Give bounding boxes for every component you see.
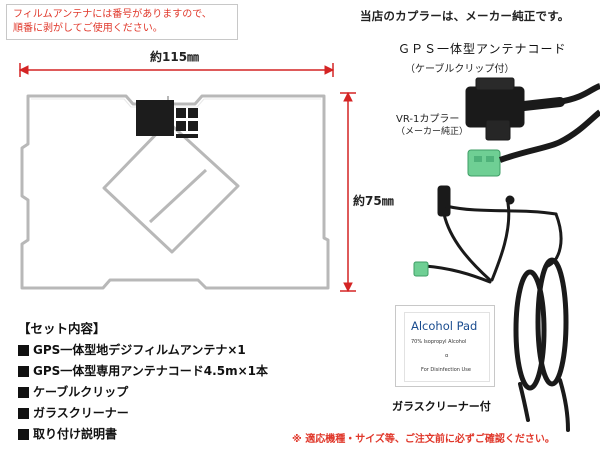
alcohol-pad-card: Alcohol Pad 70% Isopropyl Alcohol α For …: [404, 312, 490, 382]
alcohol-pad-title: Alcohol Pad: [411, 319, 478, 333]
list-item: ガラスクリーナー: [18, 403, 268, 424]
notice-line-1: フィルムアンテナには番号がありますので、: [13, 9, 212, 20]
width-arrow: [18, 63, 335, 77]
compatibility-warning: ※ 適応機種・サイズ等、ご注文前に必ずご確認ください。: [292, 434, 555, 445]
width-dimension-label: 約115㎜: [150, 50, 200, 64]
coupler-connector: [465, 77, 600, 141]
product-subtitle: （ケーブルクリップ付）: [405, 64, 515, 75]
square-bullet-icon: [18, 387, 29, 398]
list-item-label: GPS一体型専用アンテナコード4.5m×1本: [33, 364, 268, 378]
alcohol-pad-line-3: For Disinfection Use: [421, 367, 471, 373]
set-contents-title: 【セット内容】: [18, 321, 106, 336]
notice-box: フィルムアンテナには番号がありますので、 順番に剥がしてご使用ください。: [6, 4, 238, 40]
list-item: GPS一体型専用アンテナコード4.5m×1本: [18, 361, 268, 382]
glass-cleaner-label: ガラスクリーナー付: [392, 400, 491, 413]
notice-line-2: 順番に剥がしてご使用ください。: [13, 23, 163, 34]
height-dimension-label: 約75㎜: [353, 194, 394, 208]
square-bullet-icon: [18, 429, 29, 440]
alcohol-pad-line-1: 70% Isopropyl Alcohol: [411, 339, 467, 345]
product-title: ＧＰＳ一体型アンテナコード: [398, 42, 567, 56]
square-bullet-icon: [18, 345, 29, 356]
alcohol-pad-line-2: α: [445, 353, 449, 359]
alcohol-pad: Alcohol Pad 70% Isopropyl Alcohol α For …: [395, 305, 495, 387]
coupler-genuine-note: 当店のカプラーは、メーカー純正です。: [360, 9, 570, 23]
height-arrow: [340, 91, 356, 293]
coupler-sub-label: （メーカー純正）: [396, 127, 469, 137]
green-connector: [467, 109, 600, 177]
film-antenna: [20, 94, 330, 290]
list-item: 取り付け説明書: [18, 424, 268, 445]
list-item: ケーブルクリップ: [18, 382, 268, 403]
list-item-label: 取り付け説明書: [33, 427, 118, 441]
antenna-tip: [413, 261, 429, 277]
list-item: GPS一体型地デジフィルムアンテナ×1: [18, 340, 268, 361]
square-bullet-icon: [18, 366, 29, 377]
square-bullet-icon: [18, 408, 29, 419]
set-contents-list: GPS一体型地デジフィルムアンテナ×1 GPS一体型専用アンテナコード4.5m×…: [18, 340, 268, 445]
coupler-label: VR-1カプラー: [396, 114, 460, 125]
gps-cable: [423, 185, 570, 432]
list-item-label: ケーブルクリップ: [33, 385, 129, 399]
list-item-label: GPS一体型地デジフィルムアンテナ×1: [33, 343, 246, 357]
antenna-chip: [136, 100, 198, 138]
list-item-label: ガラスクリーナー: [33, 406, 129, 420]
